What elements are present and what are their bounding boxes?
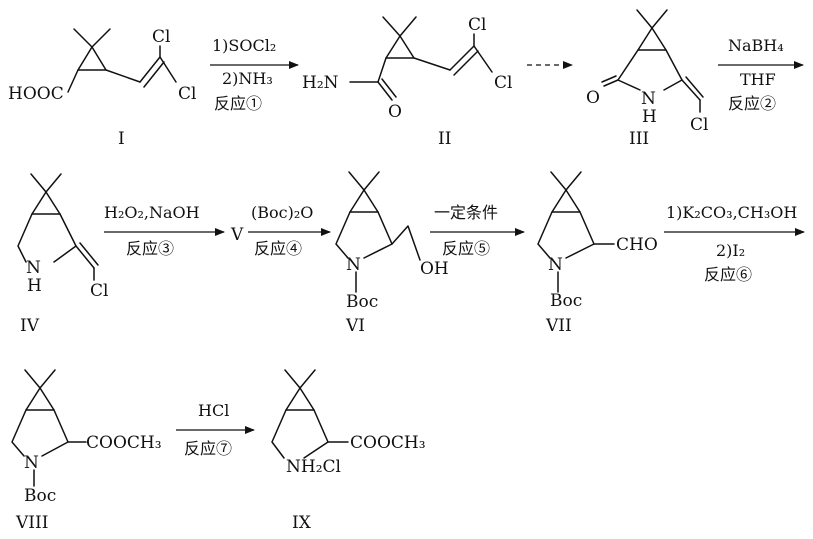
reaction-number: 反应⑤ (442, 239, 490, 258)
reaction-step-5: 一定条件 反应⑤ (430, 203, 525, 258)
reagent-label: (Boc)₂O (251, 203, 313, 222)
reaction-number: 反应⑦ (184, 439, 232, 458)
ammonium-chloride: NH₂Cl (286, 457, 341, 477)
compound-I: HOOC Cl Cl I (8, 27, 196, 149)
reagent-label: 2)I₂ (716, 241, 745, 260)
chlorine-atom: Cl (468, 15, 486, 35)
compound-label: IX (292, 513, 312, 533)
ester-group: COOCH₃ (350, 433, 426, 453)
compound-VI: N Boc OH VI (335, 171, 449, 336)
reaction-step-6: 1)K₂CO₃,CH₃OH 2)I₂ 反应⑥ (664, 203, 805, 284)
oxygen-atom: O (388, 102, 402, 122)
hydroxyl-group: OH (420, 259, 449, 279)
nitrogen-atom: N (24, 453, 39, 473)
boc-group: Boc (550, 291, 582, 311)
reaction-step-7: HCl 反应⑦ (176, 401, 255, 458)
compound-III: O N H Cl III (586, 9, 708, 149)
reaction-number: 反应② (728, 94, 776, 113)
compound-label: IV (20, 316, 40, 336)
compound-label: I (118, 129, 125, 149)
reagent-label: 一定条件 (434, 203, 498, 222)
amide-nh2: H₂N (302, 73, 339, 93)
nitrogen-atom: N (548, 255, 563, 275)
reagent-label: 1)K₂CO₃,CH₃OH (666, 203, 797, 222)
compound-label: II (438, 129, 451, 149)
reaction-number: 反应④ (254, 239, 302, 258)
compound-IV: N H Cl IV (17, 173, 108, 336)
compound-IX: NH₂Cl COOCH₃ IX (271, 369, 426, 533)
aldehyde-group: CHO (616, 235, 658, 255)
chlorine-atom: Cl (494, 73, 512, 93)
compound-label: III (629, 129, 649, 149)
chlorine-atom: Cl (178, 84, 196, 104)
reaction-number: 反应⑥ (704, 265, 752, 284)
boc-group: Boc (24, 486, 56, 506)
nitrogen-atom: N (346, 255, 361, 275)
reagent-label: 2)NH₃ (222, 69, 273, 88)
compound-label: VIII (15, 513, 48, 533)
compound-VIII: N Boc COOCH₃ VIII (11, 369, 162, 533)
chlorine-atom: Cl (690, 115, 708, 135)
reaction-step-3: H₂O₂,NaOH 反应③ (104, 203, 225, 258)
compound-II: H₂N O Cl Cl II (302, 15, 512, 149)
reaction-number: 反应③ (126, 239, 174, 258)
oxygen-atom: O (586, 88, 600, 108)
reagent-label: NaBH₄ (728, 36, 784, 55)
reagent-label: HCl (198, 401, 229, 420)
reaction-step-4: (Boc)₂O 反应④ (248, 203, 331, 258)
reagent-label: THF (740, 70, 776, 89)
reaction-step-1: 1)SOCl₂ 2)NH₃ 反应① (210, 36, 299, 113)
chlorine-atom: Cl (152, 27, 170, 47)
reagent-label: 1)SOCl₂ (212, 36, 276, 55)
compound-V: V (230, 225, 244, 245)
reaction-number: 反应① (214, 94, 262, 113)
nitrogen-atom: N (26, 258, 41, 278)
reagent-label: H₂O₂,NaOH (104, 203, 200, 222)
reaction-step-2: NaBH₄ THF 反应② (718, 36, 804, 113)
hydrogen-atom: H (642, 107, 657, 127)
ester-group: COOCH₃ (86, 433, 162, 453)
compound-label: VII (545, 316, 572, 336)
nitrogen-atom: N (641, 89, 656, 109)
compound-VII: N Boc CHO VII (537, 171, 658, 336)
hydrogen-atom: H (27, 276, 42, 296)
compound-label: VI (345, 316, 365, 336)
chlorine-atom: Cl (90, 281, 108, 301)
acid-group: HOOC (8, 84, 64, 104)
boc-group: Boc (346, 292, 378, 312)
